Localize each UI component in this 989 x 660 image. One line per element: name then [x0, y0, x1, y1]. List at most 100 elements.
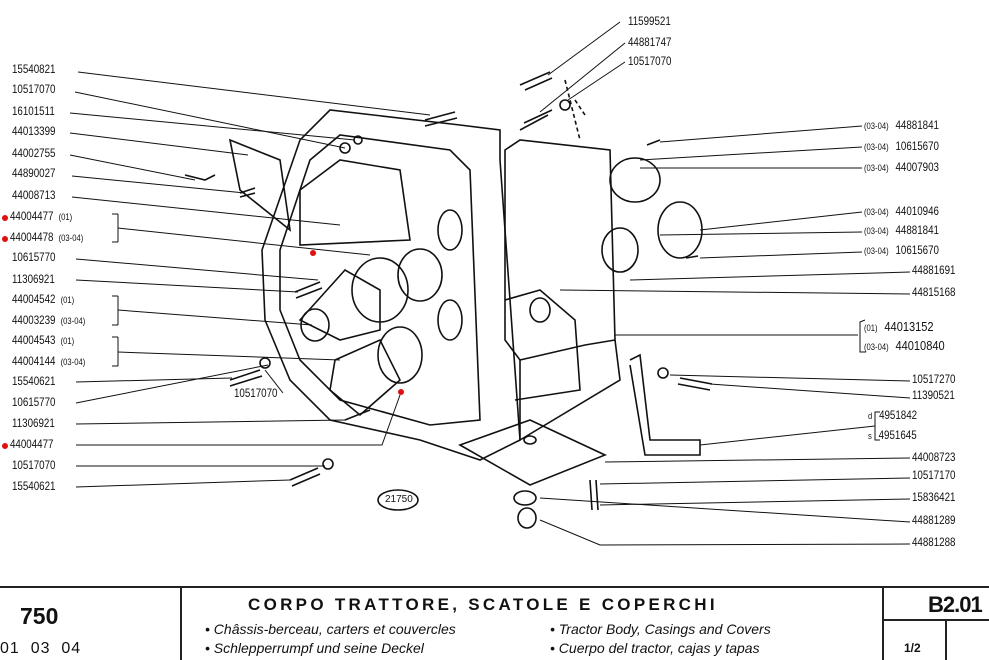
part-label-right: 10517170: [912, 470, 955, 483]
part-label-right: (03-04) 44881841: [864, 225, 939, 238]
part-code: 44815168: [912, 287, 956, 299]
part-label-left: 10517070: [12, 84, 55, 97]
part-label-left: 16101511: [12, 106, 55, 119]
part-code: 44004543: [12, 335, 56, 347]
part-code: 15540621: [12, 376, 56, 388]
section-code: B2.01: [928, 592, 983, 617]
part-code: 4951645: [878, 430, 917, 442]
part-code: 11306921: [12, 274, 55, 286]
part-code: 10517170: [912, 470, 956, 482]
part-label-left: 44004477(01): [10, 211, 72, 224]
part-label-right: 44008723: [912, 452, 955, 465]
part-code: 44890027: [12, 168, 56, 180]
part-label-left: 44013399: [12, 126, 55, 139]
part-code: 44002755: [12, 148, 56, 160]
part-code: 15836421: [912, 492, 956, 504]
part-code: 44881288: [912, 537, 956, 549]
part-label-right: 44815168: [912, 287, 955, 300]
part-label-left: 10615770: [12, 397, 55, 410]
part-label-left: 44004144(03-04): [12, 356, 85, 369]
part-label-right: s 4951645: [868, 430, 917, 443]
part-label-left: 15540621: [12, 481, 55, 494]
part-code: 44004477: [10, 439, 54, 451]
part-code: 44004144: [12, 356, 56, 368]
variant-code: s: [868, 431, 872, 441]
marker-dot: [2, 215, 8, 221]
part-code: 10615770: [12, 252, 56, 264]
footer-divider: [882, 619, 989, 621]
variant-code: (03-04): [58, 233, 84, 243]
marker-dot: [2, 236, 8, 242]
part-label-inline: 10517070: [234, 388, 277, 401]
model-number: 750: [20, 603, 59, 629]
part-code: 15540821: [12, 64, 56, 76]
subtitle-spanish: • Cuerpo del tractor, cajas y tapas: [550, 640, 760, 656]
part-code: 10517070: [12, 84, 56, 96]
part-label-left: 44004543 (01): [12, 335, 74, 348]
part-code: 44881841: [895, 120, 939, 132]
part-label-top: 11599521: [628, 16, 671, 29]
part-label-left: 44003239 (03-04): [12, 315, 85, 328]
part-label-right: 44881289: [912, 515, 955, 528]
subtitle-french: • Châssis-berceau, carters et couvercles: [205, 621, 456, 637]
part-label-left: 44004478 (03-04): [10, 232, 83, 245]
page-title: CORPO TRATTORE, SCATOLE E COPERCHI: [248, 595, 718, 614]
part-code: 10517270: [912, 374, 956, 386]
footer-divider: [180, 588, 182, 660]
part-label-top: 44881747: [628, 37, 671, 50]
version-codes: 01 03 04: [0, 640, 82, 657]
part-label-left: 10615770: [12, 252, 55, 265]
variant-code: (03-04): [60, 316, 86, 326]
part-code: 11599521: [628, 16, 671, 28]
variant-code: (03-04): [864, 121, 889, 131]
casing-drawing: [184, 71, 713, 529]
part-code: 10615670: [895, 141, 939, 153]
marker-dot: [310, 250, 316, 256]
part-code: 44881841: [895, 225, 939, 237]
footer-divider: [882, 588, 884, 660]
part-code: 44881289: [912, 515, 956, 527]
part-code: 44003239: [12, 315, 56, 327]
subtitle-german: • Schlepperrumpf und seine Deckel: [205, 640, 424, 656]
part-label-right: (03-04)44010840: [864, 339, 945, 354]
marker-dot: [398, 389, 404, 395]
part-code: 10517070: [12, 460, 56, 472]
part-label-left: 11306921: [12, 274, 55, 287]
part-label-left: 10517070: [12, 460, 55, 473]
part-label-right: (03-04)44010946: [864, 206, 939, 219]
part-code: 44007903: [895, 162, 939, 174]
variant-code: (01): [58, 212, 73, 222]
subtitle-english: • Tractor Body, Casings and Covers: [550, 621, 771, 637]
part-label-right: 44881288: [912, 537, 955, 550]
leader-lines: [69, 21, 911, 546]
variant-code: (01): [60, 336, 75, 346]
part-code: 10517070: [234, 388, 278, 400]
part-label-left: 44004477: [10, 439, 53, 452]
part-code: 44010840: [895, 338, 945, 353]
part-label-left: 11306921: [12, 418, 55, 431]
part-label-left: 44002755: [12, 148, 55, 161]
part-label-right: 15836421: [912, 492, 955, 505]
part-label-left: 15540821: [12, 64, 55, 77]
page-number: 1/2: [904, 641, 921, 655]
variant-code: (03-04): [864, 142, 889, 152]
part-label-left: 44008713: [12, 190, 55, 203]
part-code: 16101511: [12, 106, 55, 118]
variant-code: (03-04): [864, 246, 889, 256]
marker-dot: [2, 443, 8, 449]
part-code: 44013399: [12, 126, 56, 138]
footer-divider: [0, 586, 989, 588]
figure-number: 21750: [385, 494, 413, 505]
variant-code: (03-04): [864, 226, 889, 236]
part-label-right: (03-04)44007903: [864, 162, 939, 175]
part-label-right: (03-04) 10615670: [864, 141, 939, 154]
part-label-left: 44004542(01): [12, 294, 74, 307]
part-code: 44004478: [10, 232, 54, 244]
variant-code: (01): [60, 295, 75, 305]
part-label-left: 15540621: [12, 376, 55, 389]
part-code: 44881747: [628, 37, 672, 49]
part-label-right: (03-04)10615670: [864, 245, 939, 258]
footer-divider: [945, 620, 947, 660]
